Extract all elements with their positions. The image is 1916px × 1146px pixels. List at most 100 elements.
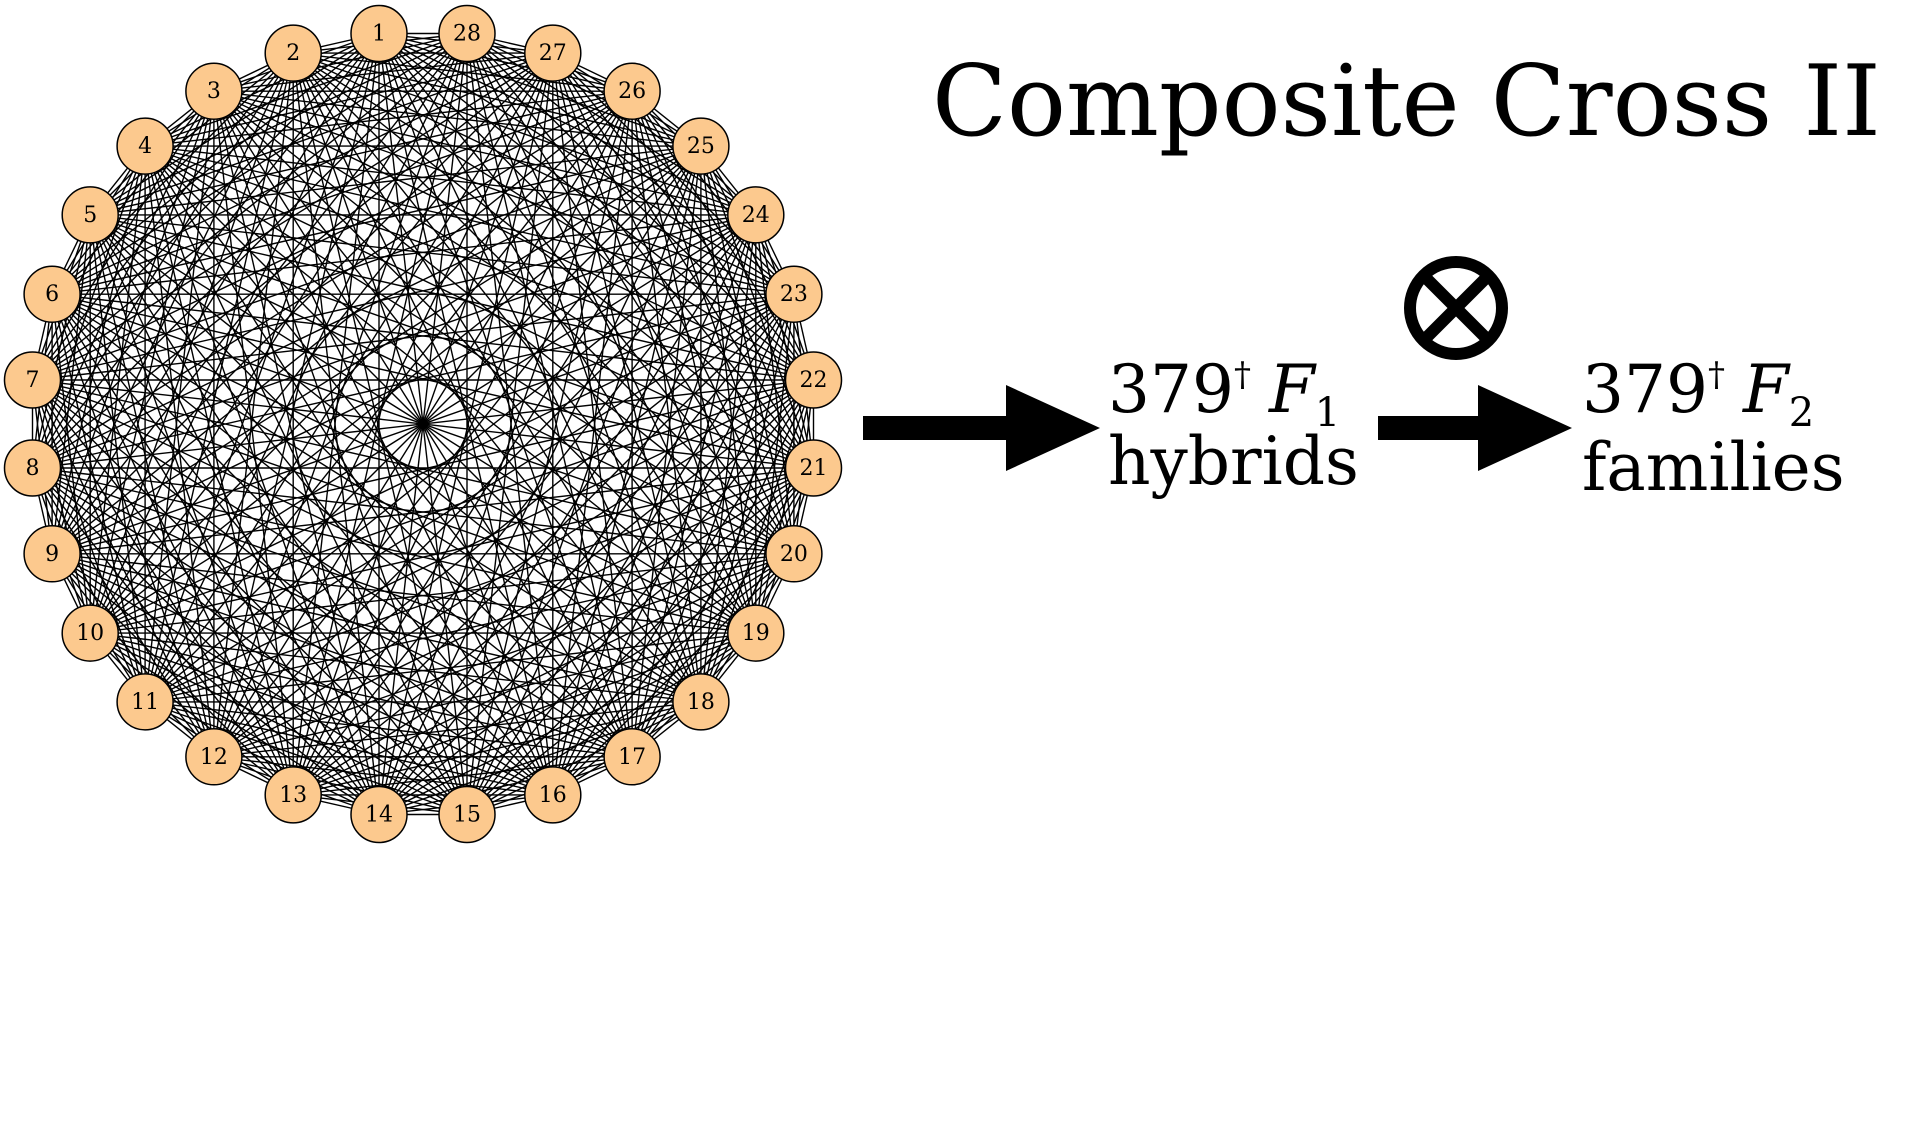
cross-edge — [552, 52, 757, 216]
cross-edge — [552, 52, 795, 295]
cross-edge — [631, 146, 702, 757]
cross-edge — [144, 32, 468, 147]
cross-edge — [89, 293, 795, 634]
cross-edge — [466, 91, 633, 815]
cross-edge — [378, 214, 757, 815]
f2-count-line: 379†F2 — [1582, 351, 1814, 436]
cross-edge — [51, 214, 757, 555]
parent-node-label: 10 — [76, 621, 104, 646]
cross-edge — [51, 52, 554, 555]
cross-edge — [51, 90, 633, 295]
cross-edge — [31, 467, 146, 703]
cross-edge — [552, 145, 702, 796]
f2-count: 379 — [1582, 351, 1708, 428]
parent-node-1: 1 — [350, 4, 408, 63]
f1-count-line: 379†F1 — [1108, 351, 1340, 436]
parent-node-circle — [727, 186, 785, 244]
parent-node-label: 3 — [207, 79, 221, 104]
cross-edge — [144, 52, 553, 147]
f1-symbol: F — [1268, 351, 1317, 428]
f2-subscript: 2 — [1789, 390, 1814, 436]
cross-edge — [32, 467, 756, 634]
parent-node-5: 5 — [61, 186, 119, 244]
parent-node-8: 8 — [3, 439, 62, 497]
parent-node-6: 6 — [23, 265, 81, 323]
cross-edge — [466, 32, 702, 147]
cross-edge — [144, 467, 814, 703]
f1-dagger: † — [1234, 355, 1251, 395]
cross-edge — [631, 379, 815, 758]
parent-node-circle — [524, 766, 582, 824]
cross-edge — [552, 52, 815, 381]
cross-edge — [466, 701, 702, 816]
parent-node-label: 1 — [372, 22, 386, 47]
cross-edge — [466, 145, 702, 815]
parent-node-circle — [264, 24, 322, 82]
cross-edge — [31, 379, 91, 634]
cross-edge — [292, 145, 702, 796]
cross-edge — [51, 294, 146, 703]
parent-node-circle — [23, 265, 81, 323]
cross-edge — [552, 53, 633, 757]
parent-node-circle — [185, 62, 243, 120]
cross-edge — [89, 379, 814, 634]
cross-edge — [51, 293, 814, 469]
parent-node-circle — [3, 351, 62, 409]
parent-node-label: 12 — [200, 745, 228, 770]
cross-edge — [32, 379, 795, 555]
crossing-edges — [31, 32, 815, 816]
cross-edge — [700, 379, 815, 703]
cross-edge — [32, 145, 702, 469]
cross-edge — [292, 52, 633, 758]
cross-edge — [700, 467, 815, 703]
parent-node-circle — [603, 728, 661, 786]
cross-edge — [52, 214, 756, 295]
parent-node-label: 11 — [131, 690, 159, 715]
cross-edge — [51, 293, 757, 634]
parent-node-circle — [116, 117, 174, 175]
parent-node-label: 23 — [780, 282, 808, 307]
f2-dagger: † — [1708, 355, 1725, 395]
parent-node-18: 18 — [672, 673, 730, 731]
parent-node-label: 17 — [618, 745, 646, 770]
cross-edge — [51, 33, 468, 555]
cross-edge — [144, 145, 468, 815]
parent-node-label: 28 — [453, 22, 481, 47]
parent-node-label: 6 — [45, 282, 59, 307]
cross-edge — [552, 553, 795, 796]
cross-edge — [378, 33, 554, 796]
cross-edge — [32, 33, 468, 469]
cross-edge — [51, 90, 633, 555]
parent-node-circle — [784, 439, 843, 497]
cross-edge — [378, 32, 757, 216]
cross-edge — [552, 632, 757, 796]
cross-edge — [631, 90, 795, 555]
cross-edge — [552, 52, 815, 469]
cross-edge — [292, 214, 757, 796]
cross-edge — [31, 52, 294, 381]
cross-edge — [89, 145, 702, 634]
parent-node-22: 22 — [784, 351, 843, 409]
cross-edge — [213, 756, 468, 816]
cross-edge — [89, 214, 554, 796]
cross-edge — [466, 293, 795, 815]
cross-edge — [213, 90, 795, 555]
cross-edge — [89, 33, 468, 634]
cross-edge — [144, 293, 795, 703]
parent-node-circle — [264, 766, 322, 824]
parent-node-23: 23 — [765, 265, 823, 323]
parent-node-circle — [350, 785, 408, 844]
cross-edge — [213, 214, 757, 758]
cross-edge — [466, 33, 795, 555]
parent-node-circle — [784, 351, 843, 409]
parent-node-circle — [727, 604, 785, 662]
cross-edge — [51, 32, 380, 295]
parent-node-21: 21 — [784, 439, 843, 497]
parent-node-26: 26 — [603, 62, 661, 120]
parent-node-circle — [185, 728, 243, 786]
cross-edge — [89, 32, 468, 216]
cross-edge — [378, 145, 702, 815]
cross-edge — [51, 553, 215, 758]
cross-edge — [144, 145, 633, 758]
